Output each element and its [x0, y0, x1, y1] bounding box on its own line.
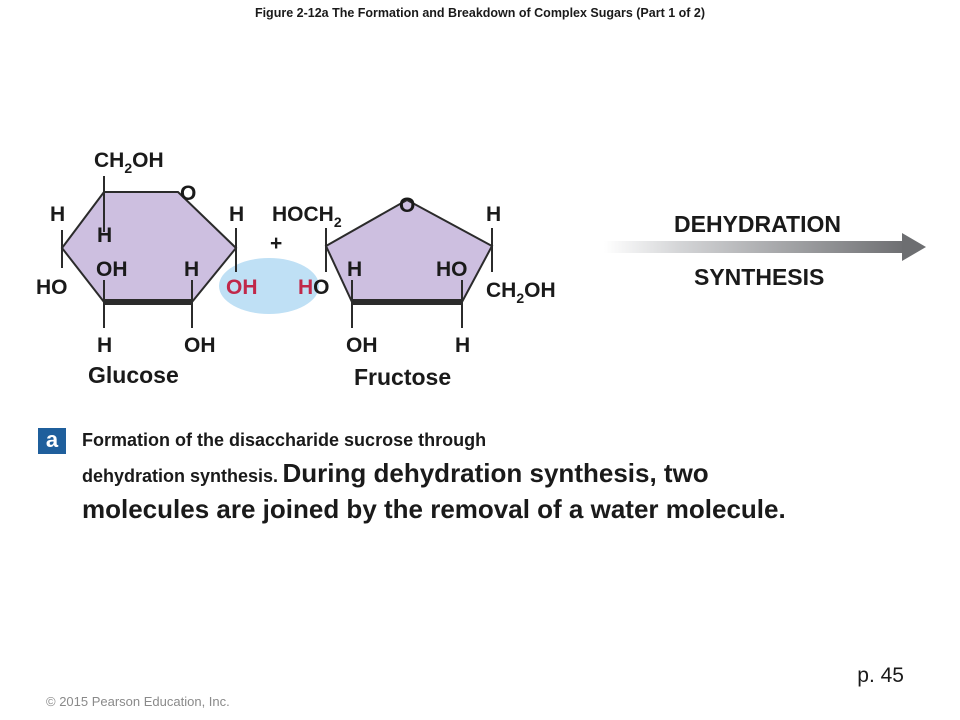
figure-title: Figure 2-12a The Formation and Breakdown… — [254, 6, 706, 20]
glucose-ring-oxygen: O — [180, 182, 196, 205]
process-label-dehydration: DEHYDRATION — [674, 211, 841, 237]
glucose-name: Glucose — [88, 362, 179, 388]
fructose-h-inner: H — [347, 258, 362, 281]
fructose-ring-oxygen: O — [399, 194, 415, 217]
caption-intro-end: dehydration synthesis. — [82, 466, 279, 486]
glucose-h-bottom-left: H — [97, 334, 112, 357]
glucose-h-top-left: H — [50, 203, 65, 226]
caption-main: During dehydration synthesis, two molecu… — [82, 458, 786, 524]
fructose-reactive-ho: HO — [298, 276, 330, 299]
water-highlight — [219, 258, 319, 314]
fructose-ring — [324, 198, 494, 328]
glucose-oh-inner: OH — [96, 258, 128, 281]
dehydration-arrow — [604, 233, 926, 261]
fructose-name: Fructose — [354, 364, 451, 390]
fructose-ho-inner: HO — [436, 258, 468, 281]
glucose-h-top-right: H — [229, 203, 244, 226]
glucose-ch2oh-label: CH2OH — [94, 149, 164, 176]
glucose-h-inner-right: H — [184, 258, 199, 281]
process-label-synthesis: SYNTHESIS — [694, 264, 824, 290]
fructose-h-top-right: H — [486, 203, 501, 226]
fructose-h-bottom-right: H — [455, 334, 470, 357]
glucose-oh-bottom-right: OH — [184, 334, 216, 357]
glucose-ring — [60, 176, 238, 328]
copyright-notice: © 2015 Pearson Education, Inc. — [46, 694, 230, 709]
fructose-hoch2-label: HOCH2 — [272, 203, 342, 230]
glucose-reactive-oh: OH — [226, 276, 258, 299]
glucose-h-inner: H — [97, 224, 112, 247]
fructose-oh-bottom-left: OH — [346, 334, 378, 357]
panel-badge: a — [38, 428, 66, 454]
page-reference: p. 45 — [857, 664, 904, 687]
caption-intro: Formation of the disaccharide sucrose th… — [82, 430, 487, 450]
glucose-ho-left: HO — [36, 276, 68, 299]
fructose-ch2oh-label: CH2OH — [486, 279, 556, 306]
figure-caption: Formation of the disaccharide sucrose th… — [82, 424, 842, 526]
plus-sign: + — [270, 232, 282, 255]
